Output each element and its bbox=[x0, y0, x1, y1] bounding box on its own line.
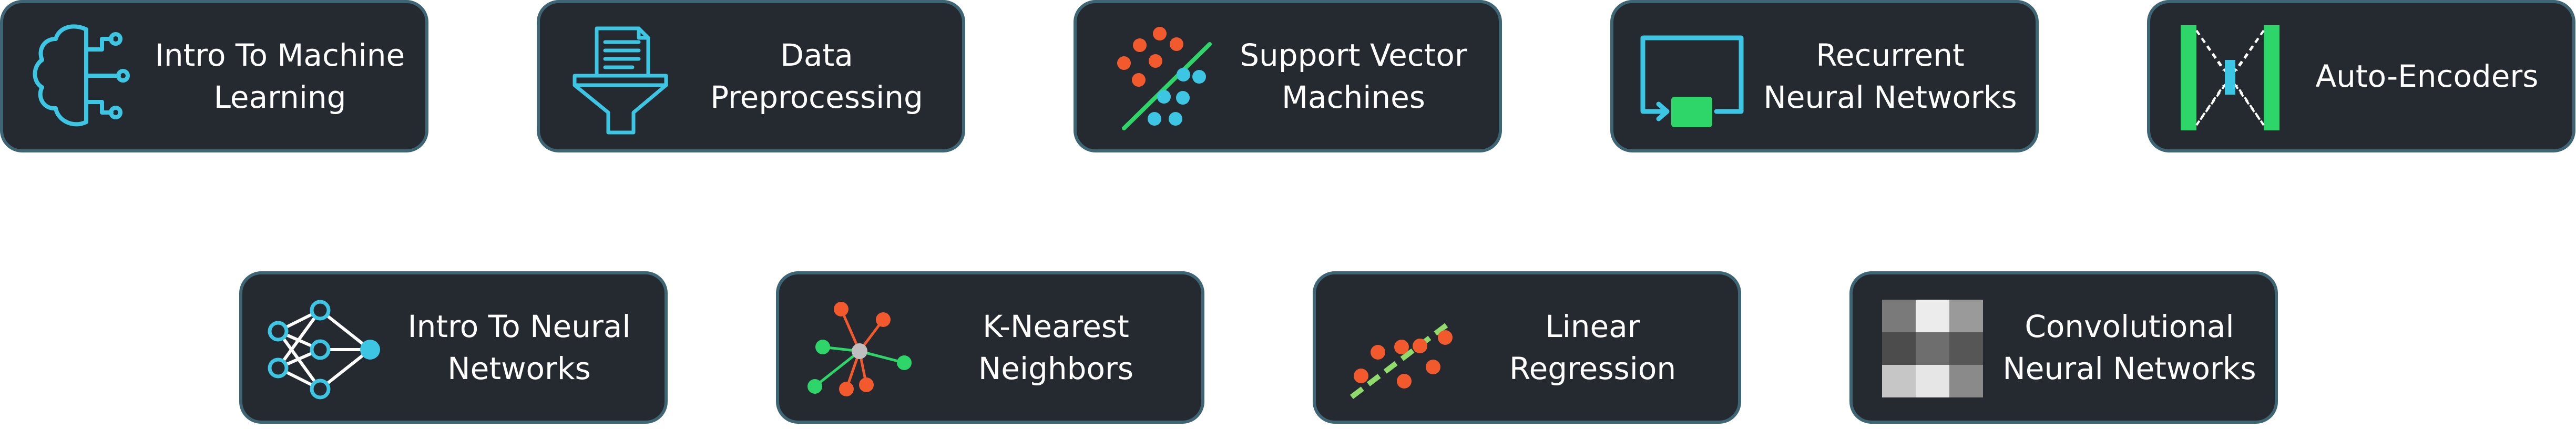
card-title-line-2: Regression bbox=[1509, 351, 1677, 386]
card-title: Intro To Neural Networks bbox=[384, 274, 654, 421]
recurrent-loop-icon bbox=[1633, 18, 1754, 139]
card-title-line-2: Networks bbox=[447, 351, 591, 386]
card-recurrent-neural-networks[interactable]: Recurrent Neural Networks bbox=[1610, 0, 2039, 152]
card-support-vector-machines[interactable]: Support Vector Machines bbox=[1074, 0, 1502, 152]
card-title-line-1: K-Nearest bbox=[983, 309, 1129, 344]
neural-network-icon bbox=[262, 289, 383, 410]
card-title: Support Vector Machines bbox=[1219, 3, 1488, 149]
card-title-line-2: Learning bbox=[213, 79, 346, 115]
card-title-line-1: Intro To Neural bbox=[407, 309, 631, 344]
card-title-line-2: Preprocessing bbox=[710, 79, 923, 115]
card-title-line-1: Convolutional bbox=[2025, 309, 2234, 344]
card-title-line-1: Auto-Encoders bbox=[2315, 58, 2539, 94]
card-title-line-2: Neural Networks bbox=[2002, 351, 2256, 386]
card-title: Auto-Encoders bbox=[2292, 3, 2562, 149]
brain-circuit-icon bbox=[23, 18, 144, 139]
regression-line-icon bbox=[1336, 289, 1457, 410]
card-k-nearest-neighbors[interactable]: K-Nearest Neighbors bbox=[776, 271, 1204, 424]
card-title-line-1: Recurrent bbox=[1816, 37, 1965, 73]
card-intro-to-neural-networks[interactable]: Intro To Neural Networks bbox=[239, 271, 668, 424]
card-linear-regression[interactable]: Linear Regression bbox=[1313, 271, 1741, 424]
pixel-grid-icon bbox=[1873, 289, 1994, 410]
card-title: Recurrent Neural Networks bbox=[1755, 3, 2025, 149]
svm-scatter-icon bbox=[1097, 18, 1218, 139]
knn-graph-icon bbox=[799, 289, 920, 410]
card-title: Data Preprocessing bbox=[682, 3, 952, 149]
autoencoder-icon bbox=[2170, 18, 2291, 139]
card-title: K-Nearest Neighbors bbox=[921, 274, 1191, 421]
card-title: Intro To Machine Learning bbox=[145, 3, 415, 149]
card-title-line-2: Neighbors bbox=[978, 351, 1134, 386]
card-title-line-1: Support Vector bbox=[1240, 37, 1467, 73]
card-title: Linear Regression bbox=[1458, 274, 1727, 421]
card-intro-to-machine-learning[interactable]: Intro To Machine Learning bbox=[0, 0, 428, 152]
card-title-line-1: Intro To Machine bbox=[155, 37, 405, 73]
card-title: Convolutional Neural Networks bbox=[1995, 274, 2264, 421]
card-title-line-1: Linear bbox=[1545, 309, 1640, 344]
card-auto-encoders[interactable]: Auto-Encoders bbox=[2147, 0, 2575, 152]
card-data-preprocessing[interactable]: Data Preprocessing bbox=[537, 0, 965, 152]
card-title-line-1: Data bbox=[780, 37, 853, 73]
document-funnel-icon bbox=[560, 18, 681, 139]
card-convolutional-neural-networks[interactable]: Convolutional Neural Networks bbox=[1849, 271, 2278, 424]
card-title-line-2: Neural Networks bbox=[1763, 79, 2017, 115]
card-title-line-2: Machines bbox=[1281, 79, 1425, 115]
